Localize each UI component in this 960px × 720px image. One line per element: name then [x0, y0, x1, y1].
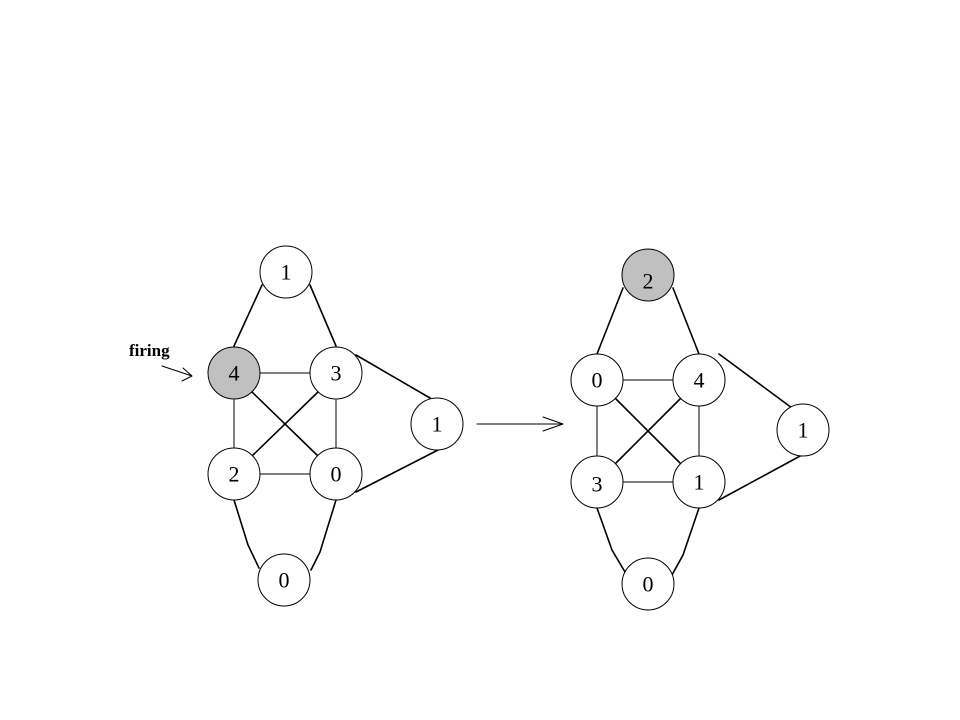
firing-node-circle — [621, 248, 675, 302]
node-value: 2 — [229, 462, 240, 487]
node-value: 4 — [229, 361, 240, 386]
edge — [596, 287, 624, 355]
node-value: 4 — [694, 368, 705, 393]
node-value: 1 — [432, 412, 443, 437]
node-value: 0 — [331, 462, 342, 487]
edge — [310, 499, 337, 571]
edge — [251, 391, 319, 457]
node-value: 1 — [798, 418, 809, 443]
node-circle — [309, 346, 363, 400]
node-value: 0 — [279, 568, 290, 593]
right-node-mid-right: 4 — [672, 353, 726, 407]
graph-before-edges — [233, 284, 439, 571]
node-value: 3 — [592, 472, 603, 497]
edge — [718, 353, 793, 409]
edge — [615, 398, 681, 464]
firing-label: firing — [129, 341, 170, 360]
node-circle — [309, 447, 363, 501]
firing-annotation: firing — [129, 341, 193, 382]
right-node-top: 2 — [621, 248, 675, 302]
node-circle — [257, 553, 311, 607]
node-value: 3 — [331, 361, 342, 386]
left-node-mid-left: 4 — [207, 346, 261, 400]
graph-after-edges — [596, 287, 803, 576]
node-circle — [672, 353, 726, 407]
edge — [718, 454, 803, 501]
left-node-side: 1 — [410, 397, 464, 451]
edge — [309, 284, 337, 347]
firing-arrow-icon — [161, 365, 193, 382]
firing-node-circle — [207, 346, 261, 400]
right-node-bottom: 0 — [621, 557, 675, 611]
right-node-low-left: 3 — [570, 455, 624, 509]
right-node-side: 1 — [776, 403, 830, 457]
node-value: 1 — [281, 260, 292, 285]
node-circle — [410, 397, 464, 451]
node-circle — [776, 403, 830, 457]
edge — [233, 284, 263, 347]
right-node-mid-left: 0 — [570, 353, 624, 407]
left-node-low-left: 2 — [207, 447, 261, 501]
node-value: 0 — [643, 572, 654, 597]
edge — [233, 499, 260, 569]
right-node-low-right: 1 — [672, 455, 726, 509]
node-circle — [672, 455, 726, 509]
transition-arrow-icon — [476, 416, 564, 432]
node-circle — [207, 447, 261, 501]
left-node-low-right: 0 — [309, 447, 363, 501]
node-circle — [570, 455, 624, 509]
left-node-top: 1 — [259, 245, 313, 299]
left-node-mid-right: 3 — [309, 346, 363, 400]
edge — [672, 287, 700, 355]
node-circle — [259, 245, 313, 299]
node-value: 2 — [643, 269, 654, 294]
node-circle — [621, 557, 675, 611]
graph-before: 1 4 3 2 0 0 1 — [207, 245, 464, 607]
graph-after: 2 0 4 3 1 0 1 — [570, 248, 830, 611]
edge — [355, 354, 431, 399]
edge — [596, 507, 626, 573]
left-node-bottom: 0 — [257, 553, 311, 607]
edge — [671, 507, 700, 576]
node-circle — [570, 353, 624, 407]
edge — [355, 449, 439, 493]
node-value: 0 — [592, 368, 603, 393]
node-value: 1 — [694, 470, 705, 495]
